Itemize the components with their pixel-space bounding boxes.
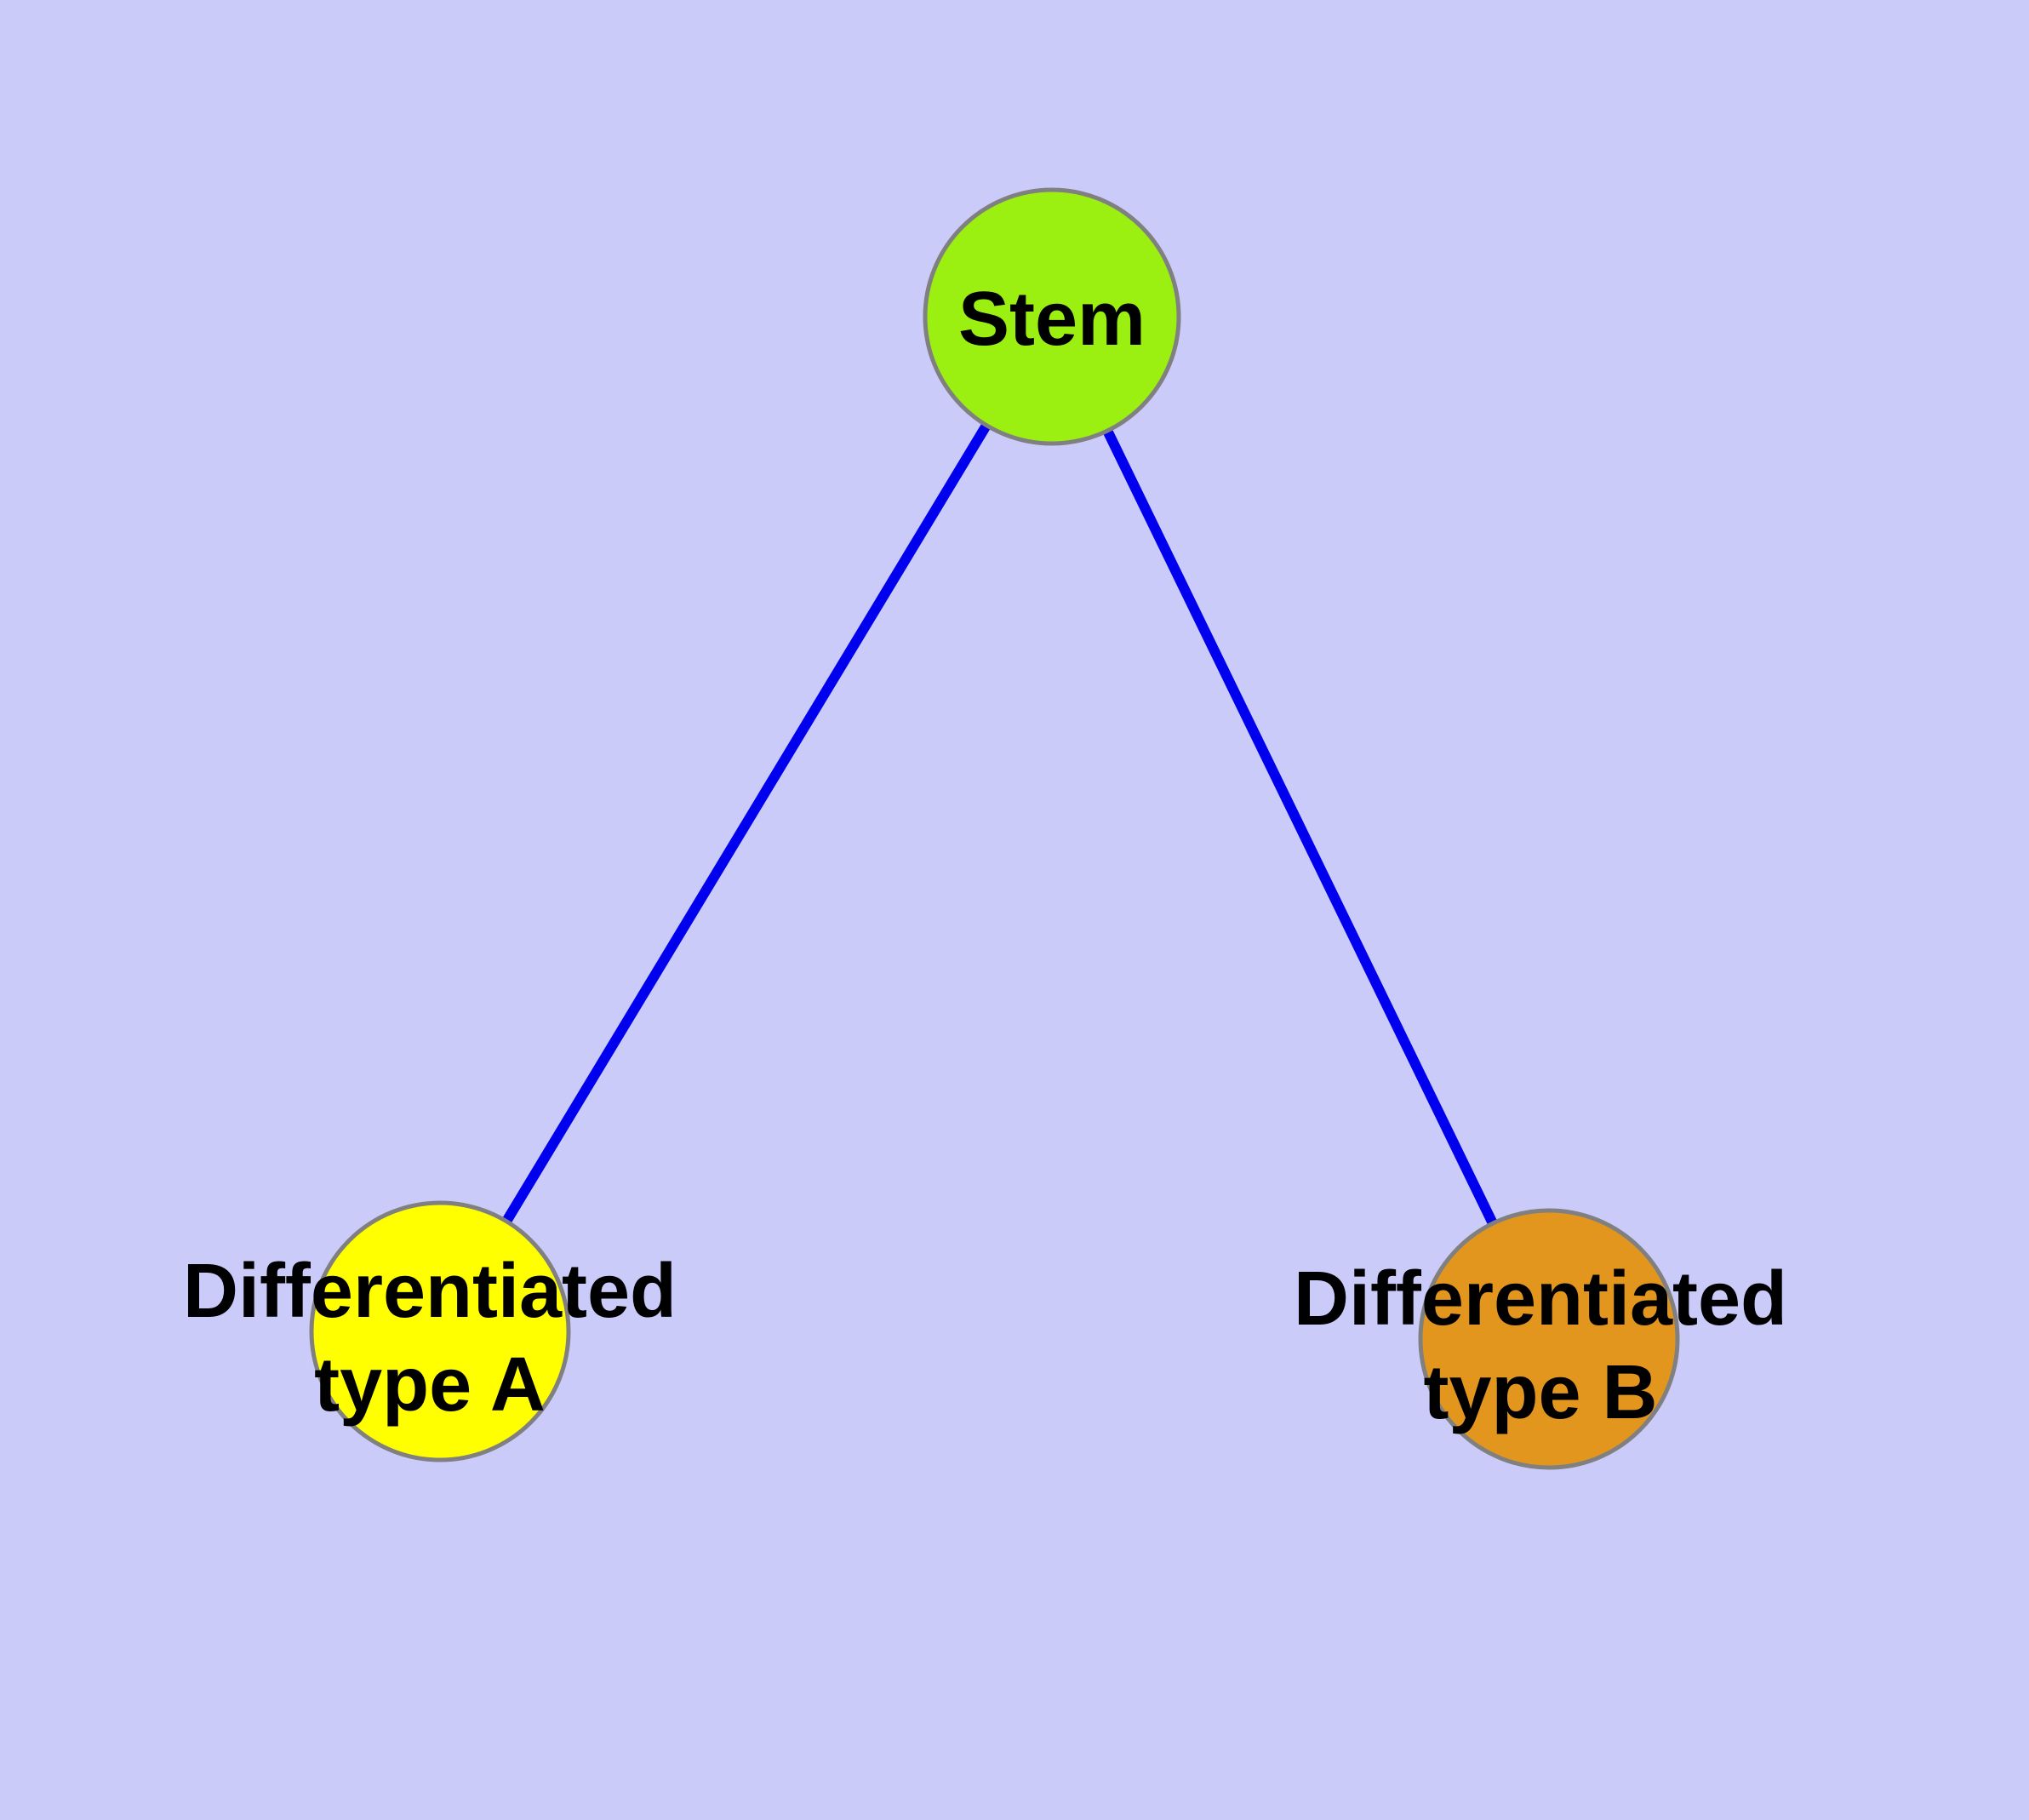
node-stem xyxy=(923,187,1181,446)
edge-stem-to-type-a xyxy=(435,313,1057,1335)
node-type-b-label-line1: Differentiated xyxy=(1294,1256,1787,1342)
edge-stem-to-type-b xyxy=(1047,314,1554,1342)
node-type-a-label-line1: Differentiated xyxy=(183,1249,677,1334)
node-differentiated-type-b xyxy=(1418,1208,1680,1470)
node-stem-label: Stem xyxy=(958,277,1146,362)
node-type-a-label-line2: type A xyxy=(314,1342,546,1428)
node-type-b-label-line2: type B xyxy=(1423,1350,1657,1435)
node-differentiated-type-a xyxy=(309,1200,571,1462)
